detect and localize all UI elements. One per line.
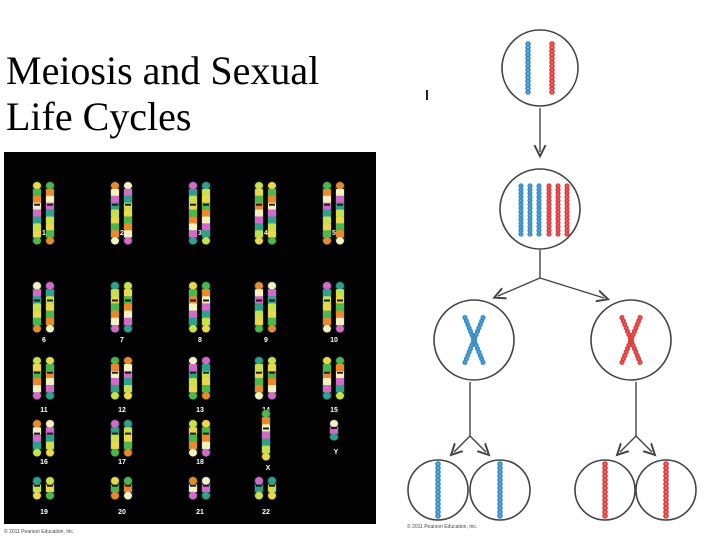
chromosome-3 — [201, 181, 211, 245]
stray-mark — [426, 90, 428, 100]
chromosome-5 — [335, 181, 345, 245]
pair-label-17: 17 — [118, 459, 126, 466]
chromosome-16 — [32, 419, 42, 457]
chromosome-1 — [32, 181, 42, 245]
chromosome-19 — [32, 476, 42, 500]
chromosome-6 — [32, 281, 42, 333]
chromosome-7 — [123, 281, 133, 333]
chromosome-6 — [45, 281, 55, 333]
cell-diploid — [501, 29, 579, 107]
chromosome-12 — [110, 356, 120, 400]
chromosome-2 — [110, 181, 120, 245]
pair-label-20: 20 — [118, 509, 126, 516]
pair-label-9: 9 — [264, 337, 268, 344]
cells-group — [407, 29, 697, 521]
chromosome-18 — [188, 419, 198, 457]
cell-replicated — [499, 168, 581, 250]
pair-label-8: 8 — [198, 337, 202, 344]
pair-label-21: 21 — [196, 509, 204, 516]
chromosome-16 — [45, 419, 55, 457]
pair-label-2: 2 — [120, 230, 124, 237]
slide-title: Meiosis and Sexual Life Cycles — [6, 48, 320, 139]
chromosome-13 — [201, 356, 211, 400]
pair-label-6: 6 — [42, 337, 46, 344]
chromosome-20 — [123, 476, 133, 500]
copyright-diagram: © 2011 Pearson Education, Inc. — [407, 524, 478, 530]
pair-label-10: 10 — [330, 337, 338, 344]
cell-meiosis1-red — [590, 299, 672, 381]
arrow-to-gamete-blue-2 — [469, 435, 486, 452]
copyright-karyotype: © 2011 Pearson Education, Inc. — [4, 529, 75, 535]
chromosome-22 — [254, 476, 264, 500]
chromosome-18 — [201, 419, 211, 457]
chromosome-21 — [201, 476, 211, 500]
chromosome-3 — [188, 181, 198, 245]
pair-label-5: 5 — [332, 230, 336, 237]
pair-label-15: 15 — [330, 407, 338, 414]
chromosome-10 — [322, 281, 332, 333]
chromosome-10 — [335, 281, 345, 333]
pair-label-22: 22 — [262, 509, 270, 516]
karyotype-chromosomes: 123456789101112131415161718XY19202122 — [32, 181, 345, 516]
meiosis-diagram — [407, 29, 697, 521]
gamete-blue-1 — [407, 459, 469, 521]
chromosome-17 — [123, 419, 133, 457]
karyotype-photo: 123456789101112131415161718XY19202122 — [4, 152, 376, 524]
pair-label-4: 4 — [264, 230, 268, 237]
chromosome-22 — [267, 476, 277, 500]
gamete-red-2 — [635, 459, 697, 521]
arrow-to-red-cell — [539, 277, 604, 298]
pair-label-19: 19 — [40, 509, 48, 516]
chromosome-8 — [188, 281, 198, 333]
chromosome-20 — [110, 476, 120, 500]
chromosome-X — [261, 409, 271, 461]
chromosome-9 — [267, 281, 277, 333]
pair-label-11: 11 — [40, 407, 48, 414]
arrow-to-gamete-blue-1 — [454, 435, 471, 452]
arrow-to-gamete-red-1 — [620, 435, 637, 452]
chromosome-9 — [254, 281, 264, 333]
arrow-to-blue-cell — [498, 277, 541, 296]
chromosome-12 — [123, 356, 133, 400]
chromosome-11 — [32, 356, 42, 400]
gamete-red-1 — [574, 459, 636, 521]
chromosome-13 — [188, 356, 198, 400]
chromosome-4 — [254, 181, 264, 245]
pair-label-12: 12 — [118, 407, 126, 414]
pair-label-13: 13 — [196, 407, 204, 414]
pair-label-Y: Y — [334, 449, 339, 456]
chromosome-Y — [329, 419, 339, 441]
chromosome-5 — [322, 181, 332, 245]
chromosome-2 — [123, 181, 133, 245]
chromosome-15 — [322, 356, 332, 400]
chromosome-19 — [45, 476, 55, 500]
arrow-to-gamete-red-2 — [635, 435, 652, 452]
pair-label-1: 1 — [42, 230, 46, 237]
arrows-group — [454, 108, 652, 452]
chromosome-8 — [201, 281, 211, 333]
chromosome-17 — [110, 419, 120, 457]
chromosome-1 — [45, 181, 55, 245]
chromosome-4 — [267, 181, 277, 245]
pair-label-18: 18 — [196, 459, 204, 466]
chromosome-21 — [188, 476, 198, 500]
chromosome-11 — [45, 356, 55, 400]
gamete-blue-2 — [469, 459, 531, 521]
pair-label-7: 7 — [120, 337, 124, 344]
chromosome-14 — [267, 356, 277, 400]
chromosome-15 — [335, 356, 345, 400]
pair-label-3: 3 — [198, 230, 202, 237]
cell-meiosis1-blue — [433, 299, 515, 381]
chromosome-7 — [110, 281, 120, 333]
pair-label-16: 16 — [40, 459, 48, 466]
pair-label-X: X — [266, 465, 271, 472]
chromosome-14 — [254, 356, 264, 400]
